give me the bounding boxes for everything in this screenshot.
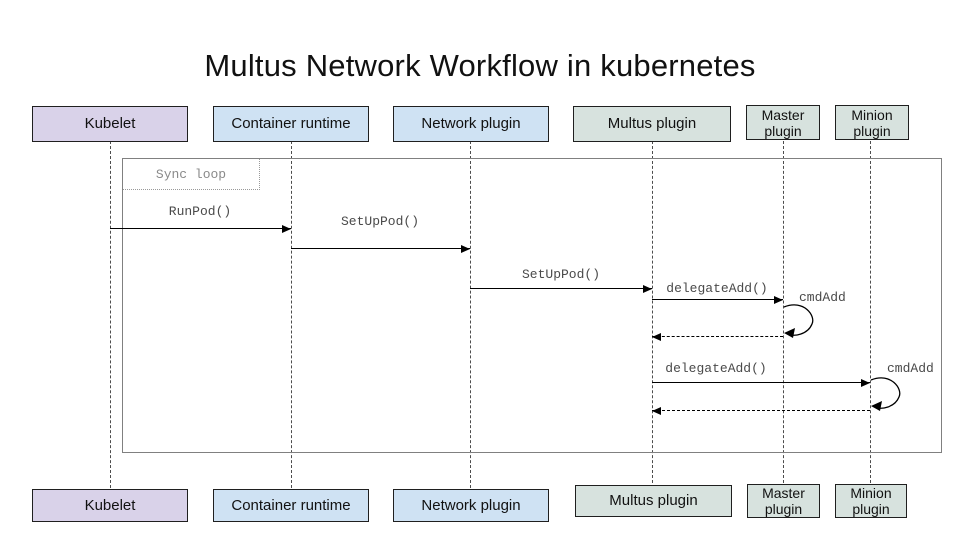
actor-bottom-kubelet: Kubelet	[32, 489, 188, 522]
lifeline-network-plugin	[470, 141, 471, 488]
message-arrow-setuppod-1	[291, 245, 470, 253]
message-label-delegateadd-minion: delegateAdd()	[665, 361, 767, 376]
actor-label: Network plugin	[421, 115, 521, 132]
sync-loop-label: Sync loop	[155, 166, 227, 182]
lifeline-container-runtime	[291, 141, 292, 488]
actor-label: Minion plugin	[850, 485, 892, 517]
arrowhead-icon	[652, 407, 661, 415]
message-label-cmdadd-master: cmdAdd	[799, 290, 846, 305]
actor-top-master-plugin: Master plugin	[746, 105, 820, 140]
arrowhead-icon	[282, 225, 291, 233]
arrowhead-icon	[643, 285, 652, 293]
message-label-delegateadd-master: delegateAdd()	[666, 281, 768, 296]
arrowhead-icon	[861, 379, 870, 387]
actor-top-multus-plugin: Multus plugin	[573, 106, 731, 142]
lifeline-multus-plugin	[652, 141, 653, 488]
message-arrow-delegateadd-master	[652, 296, 783, 304]
sync-loop-fragment: Sync loop	[123, 159, 260, 190]
message-arrow-delegateadd-minion	[652, 379, 870, 387]
self-loop-arrow-master	[783, 304, 814, 338]
actor-top-kubelet: Kubelet	[32, 106, 188, 142]
lifeline-minion-plugin	[870, 141, 871, 488]
message-arrow-runpod	[110, 225, 291, 233]
actor-bottom-master-plugin: Master plugin	[747, 484, 820, 518]
actor-top-minion-plugin: Minion plugin	[835, 105, 909, 140]
arrowhead-icon	[774, 296, 783, 304]
actor-bottom-minion-plugin: Minion plugin	[835, 484, 907, 518]
actor-top-network-plugin: Network plugin	[393, 106, 549, 142]
actor-label: Master plugin	[762, 485, 805, 517]
message-label-setuppod-2: SetUpPod()	[521, 267, 600, 282]
actor-bottom-network-plugin: Network plugin	[393, 489, 549, 522]
arrowhead-icon	[461, 245, 470, 253]
actor-top-container-runtime: Container runtime	[213, 106, 369, 142]
self-loop-arrow-minion	[870, 377, 901, 411]
return-arrow-master	[652, 333, 783, 341]
actor-bottom-container-runtime: Container runtime	[213, 489, 369, 522]
message-label-runpod: RunPod()	[168, 204, 232, 219]
lifeline-master-plugin	[783, 141, 784, 488]
page-title: Multus Network Workflow in kubernetes	[204, 48, 756, 83]
message-label-setuppod-1: SetUpPod()	[340, 214, 419, 229]
sequence-frame	[122, 158, 942, 453]
actor-label: Kubelet	[84, 115, 136, 132]
return-arrow-minion	[652, 407, 870, 415]
message-arrow-setuppod-2	[470, 285, 652, 293]
actor-bottom-multus-plugin: Multus plugin	[575, 485, 732, 517]
actor-label: Container runtime	[231, 496, 351, 514]
actor-label: Network plugin	[421, 496, 521, 514]
actor-label: Multus plugin	[609, 492, 698, 509]
actor-label: Master plugin	[761, 106, 805, 139]
message-label-cmdadd-minion: cmdAdd	[887, 361, 934, 376]
actor-label: Kubelet	[84, 496, 136, 514]
actor-label: Multus plugin	[607, 115, 697, 132]
actor-label: Container runtime	[231, 115, 351, 132]
lifeline-kubelet	[110, 141, 111, 488]
actor-label: Minion plugin	[851, 106, 893, 139]
arrowhead-icon	[652, 333, 661, 341]
